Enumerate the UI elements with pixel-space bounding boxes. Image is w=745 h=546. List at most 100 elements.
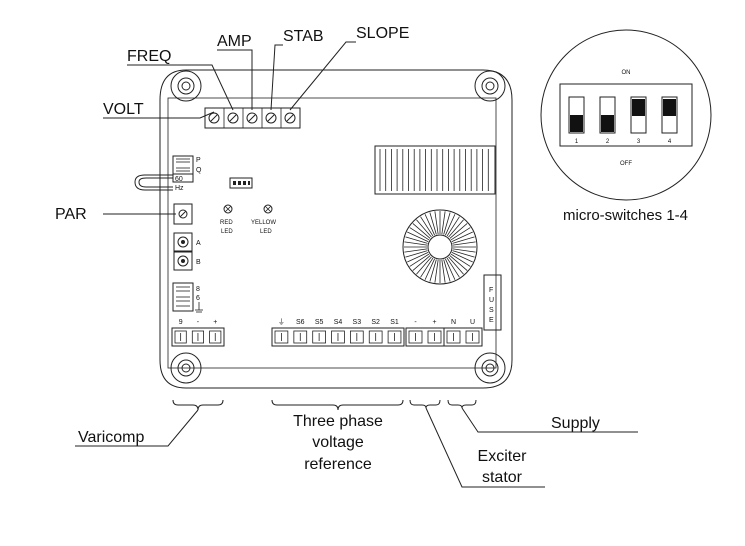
toroid-winding	[452, 241, 476, 246]
supply-terminal-block[interactable]	[443, 327, 483, 347]
toroid-winding	[446, 257, 460, 278]
ground-icon	[195, 302, 203, 313]
terminal-slot[interactable]	[191, 330, 205, 344]
terminal-slot[interactable]	[274, 330, 289, 344]
micro-switch-number: 3	[637, 139, 641, 145]
terminal-b[interactable]	[173, 251, 193, 271]
terminal-label: ⏚	[278, 318, 285, 326]
bottom-brackets	[75, 399, 638, 488]
terminal-label: S5	[315, 319, 324, 326]
terminal-label: -	[414, 319, 417, 326]
volt-potentiometer[interactable]	[208, 112, 220, 124]
terminal-slot[interactable]	[387, 330, 402, 344]
micro-switch-4[interactable]	[661, 96, 678, 134]
toroid-winding	[407, 252, 429, 263]
toroid-winding	[441, 259, 446, 283]
toroid-winding	[416, 256, 432, 275]
terminal-label: S4	[334, 319, 343, 326]
supply-label: Supply	[551, 415, 600, 432]
micro-switch-number: 1	[575, 139, 579, 145]
terminal-slot[interactable]	[368, 330, 383, 344]
three-phase-label-line3: reference	[304, 456, 372, 473]
stab-label: STAB	[283, 28, 324, 45]
fuse-label-f: F	[489, 287, 493, 294]
terminal-slot[interactable]	[209, 330, 222, 344]
jumper-q-label: Q	[196, 167, 202, 174]
toroid-winding	[434, 259, 439, 283]
terminal-slot[interactable]	[427, 330, 442, 344]
toroid-winding	[446, 216, 460, 237]
mounting-hole-top-right	[474, 70, 506, 102]
toroid-winding	[441, 211, 446, 235]
exciter-label-line1: Exciter	[478, 448, 528, 465]
terminal-label: S1	[390, 319, 399, 326]
exciter-terminal-block[interactable]	[405, 327, 445, 347]
stab-potentiometer[interactable]	[265, 112, 277, 124]
toroid-winding	[404, 248, 428, 253]
par-label: PAR	[55, 206, 87, 223]
terminal-slot[interactable]	[349, 330, 364, 344]
toroid-winding	[449, 255, 468, 271]
toroid-winding	[407, 231, 429, 242]
micro-switch-4-lever	[663, 99, 676, 116]
micro-switch-2[interactable]	[599, 96, 616, 134]
terminal-label: 9	[179, 319, 183, 326]
toroid-winding	[404, 241, 428, 246]
micro-switch-3[interactable]	[630, 96, 647, 134]
terminal-slot[interactable]	[174, 330, 187, 344]
conn-8-label: 8	[196, 286, 200, 293]
toroid-winding	[450, 253, 471, 267]
amp-potentiometer[interactable]	[246, 112, 258, 124]
freq-60-label: 60	[175, 176, 183, 183]
terminal-slot[interactable]	[465, 330, 480, 344]
terminal-slot[interactable]	[408, 330, 423, 344]
toroid-winding	[412, 223, 431, 239]
fuse-label-s: S	[489, 307, 494, 314]
freq-potentiometer[interactable]	[227, 112, 239, 124]
three-phase-label-line2: voltage	[312, 434, 364, 451]
terminal-label: +	[432, 319, 436, 326]
toroid-winding	[429, 212, 437, 235]
onboard-dip-switch[interactable]	[229, 177, 253, 189]
toroid-winding	[445, 258, 456, 280]
freq-label: FREQ	[127, 48, 171, 65]
slope-potentiometer[interactable]	[284, 112, 296, 124]
toroid-winding	[434, 211, 439, 235]
toroidal-transformer	[402, 209, 478, 285]
micro-switch-1[interactable]	[568, 96, 585, 134]
frequency-jumper-block[interactable]	[134, 155, 194, 191]
callout-leaders	[103, 41, 356, 215]
toroid-winding	[412, 255, 431, 271]
amp-label: AMP	[217, 33, 252, 50]
link-connector[interactable]	[172, 282, 194, 312]
fuse-label-e: E	[489, 317, 494, 324]
heat-sink	[374, 145, 496, 195]
micro-switch-inset	[540, 29, 712, 201]
terminal-slot[interactable]	[331, 330, 345, 344]
toroid-winding	[452, 248, 476, 253]
toroid-winding	[451, 231, 473, 242]
terminal-slot[interactable]	[293, 330, 308, 344]
terminal-slot[interactable]	[312, 330, 326, 344]
toroid-winding	[443, 259, 451, 282]
yellow-led-icon	[263, 204, 273, 214]
micro-switches-caption: micro-switches 1-4	[563, 207, 688, 224]
toroid-winding	[448, 256, 464, 275]
freq-hz-label: Hz	[175, 185, 184, 192]
terminal-slot[interactable]	[446, 330, 461, 344]
micro-switch-3-lever	[632, 99, 645, 116]
terminal-label: N	[451, 319, 456, 326]
terminal-a[interactable]	[173, 232, 193, 252]
terminal-label: S6	[296, 319, 305, 326]
terminal-label: -	[197, 319, 200, 326]
varicomp-terminal-block[interactable]	[171, 327, 225, 347]
toroid-winding	[409, 253, 430, 267]
toroid-winding	[416, 219, 432, 238]
voltage-reference-terminal-block[interactable]	[271, 327, 405, 347]
par-potentiometer[interactable]	[173, 203, 193, 225]
red-led-label-1: RED	[220, 220, 233, 226]
switch-off-label: OFF	[620, 161, 632, 167]
toroid-winding	[445, 214, 456, 236]
